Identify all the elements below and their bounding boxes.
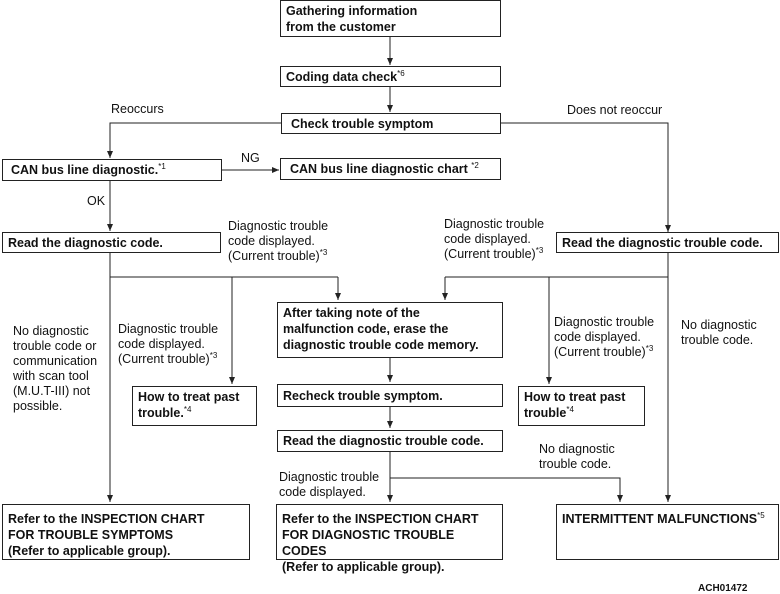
past-trouble-right-box: How to treat past trouble*4 bbox=[518, 386, 645, 426]
label-does-not-reoccur: Does not reoccur bbox=[567, 103, 663, 117]
arrow-not-reoccur bbox=[501, 122, 671, 232]
read-dtc-middle-box: Read the diagnostic trouble code. bbox=[277, 430, 503, 452]
dtc-current-left-text: Diagnostic trouble code displayed. (Curr… bbox=[228, 219, 329, 263]
read-diagnostic-code-left-box: Read the diagnostic code. bbox=[2, 232, 221, 253]
can-diag-label: CAN bus line diagnostic. bbox=[11, 163, 159, 177]
dtc-current-left-footnote: *3 bbox=[319, 247, 328, 257]
label-dtc-current-left: Diagnostic trouble code displayed. (Curr… bbox=[228, 219, 328, 264]
check-trouble-symptom-box: Check trouble symptom bbox=[281, 113, 501, 134]
coding-label: Coding data check bbox=[286, 70, 398, 84]
figure-code: ACH01472 bbox=[698, 583, 748, 594]
arrow-no-dtc-intermittent bbox=[390, 477, 623, 502]
dtc-past-left-footnote: *3 bbox=[209, 350, 218, 360]
label-dtc-past-left: Diagnostic trouble code displayed. (Curr… bbox=[118, 322, 218, 367]
intermittent-malfunctions-box: INTERMITTENT MALFUNCTIONS*5 bbox=[556, 504, 779, 560]
gathering-info-box: Gathering information from the customer bbox=[280, 0, 501, 37]
arrow-reoccurs bbox=[107, 122, 281, 158]
erase-memory-box: After taking note of the malfunction cod… bbox=[277, 302, 503, 358]
past-trouble-left-box: How to treat past trouble.*4 bbox=[132, 386, 257, 426]
dtc-current-right-text: Diagnostic trouble code displayed. (Curr… bbox=[444, 217, 545, 261]
dtc-past-left-text: Diagnostic trouble code displayed. (Curr… bbox=[118, 322, 219, 366]
read-diagnostic-code-right-box: Read the diagnostic trouble code. bbox=[556, 232, 779, 253]
can-diag-footnote: *1 bbox=[158, 161, 166, 171]
can-chart-label: CAN bus line diagnostic chart bbox=[290, 162, 472, 176]
dtc-past-right-text: Diagnostic trouble code displayed. (Curr… bbox=[554, 315, 655, 359]
intermittent-footnote: *5 bbox=[757, 510, 765, 520]
label-no-dtc-middle: No diagnostic trouble code. bbox=[539, 442, 615, 471]
dtc-current-right-footnote: *3 bbox=[535, 245, 544, 255]
can-chart-footnote: *2 bbox=[471, 160, 479, 170]
coding-data-check-box: Coding data check*6 bbox=[280, 66, 501, 87]
coding-footnote: *6 bbox=[397, 68, 405, 78]
past-right-label: How to treat past trouble bbox=[524, 390, 626, 420]
can-bus-diagnostic-box: CAN bus line diagnostic.*1 bbox=[2, 159, 222, 181]
past-left-footnote: *4 bbox=[183, 404, 192, 414]
label-ng: NG bbox=[241, 151, 260, 165]
inspection-chart-symptoms-box: Refer to the INSPECTION CHART FOR TROUBL… bbox=[2, 504, 250, 560]
label-no-dtc-right: No diagnostic trouble code. bbox=[681, 318, 757, 347]
recheck-symptom-box: Recheck trouble symptom. bbox=[277, 384, 503, 407]
intermittent-label: INTERMITTENT MALFUNCTIONS bbox=[562, 512, 758, 526]
label-dtc-past-right: Diagnostic trouble code displayed. (Curr… bbox=[554, 315, 654, 360]
past-right-footnote: *4 bbox=[566, 404, 574, 414]
dtc-past-right-footnote: *3 bbox=[645, 343, 654, 353]
label-no-dtc-communication: No diagnostic trouble code or communicat… bbox=[13, 324, 98, 413]
inspection-chart-codes-box: Refer to the INSPECTION CHART FOR DIAGNO… bbox=[276, 504, 503, 574]
label-dtc-displayed: Diagnostic trouble code displayed. bbox=[279, 470, 380, 499]
label-dtc-current-right: Diagnostic trouble code displayed. (Curr… bbox=[444, 217, 544, 262]
label-reoccurs: Reoccurs bbox=[111, 102, 164, 116]
can-bus-chart-box: CAN bus line diagnostic chart *2 bbox=[280, 158, 501, 180]
label-ok: OK bbox=[87, 194, 106, 208]
past-left-label: How to treat past trouble. bbox=[138, 390, 240, 420]
